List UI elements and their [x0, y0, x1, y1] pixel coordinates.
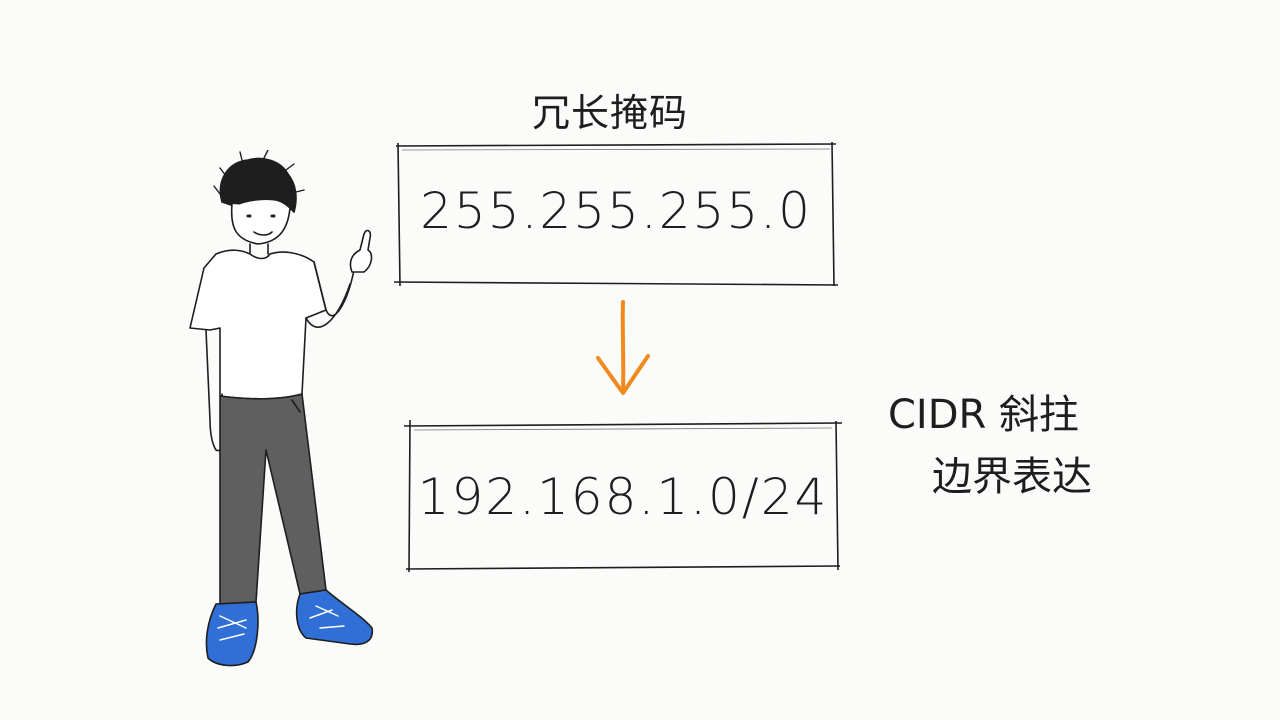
subnet-mask-box: 255.255.255.0 [392, 140, 840, 288]
face [230, 203, 291, 245]
side-note: CIDR 斜拄 边界表达 [888, 384, 1168, 508]
arrow-down-icon [596, 300, 650, 395]
subnet-mask-value: 255.255.255.0 [420, 182, 812, 240]
cidr-box-frame [403, 419, 843, 573]
mask-box-frame [393, 141, 839, 287]
hair [219, 157, 297, 213]
top-label: 冗长掩码 [531, 91, 688, 135]
cidr-value: 192.168.1.0/24 [417, 468, 829, 526]
shirt [189, 249, 327, 400]
side-note-line1: CIDR 斜拄 [888, 392, 1080, 438]
pointing-person-illustration [189, 150, 374, 667]
left-shoe [205, 601, 259, 667]
right-shoe [295, 589, 374, 646]
side-note-line2: 边界表达 [932, 454, 1092, 500]
pants [219, 393, 327, 605]
cidr-notation-box: 192.168.1.0/24 [402, 418, 844, 574]
